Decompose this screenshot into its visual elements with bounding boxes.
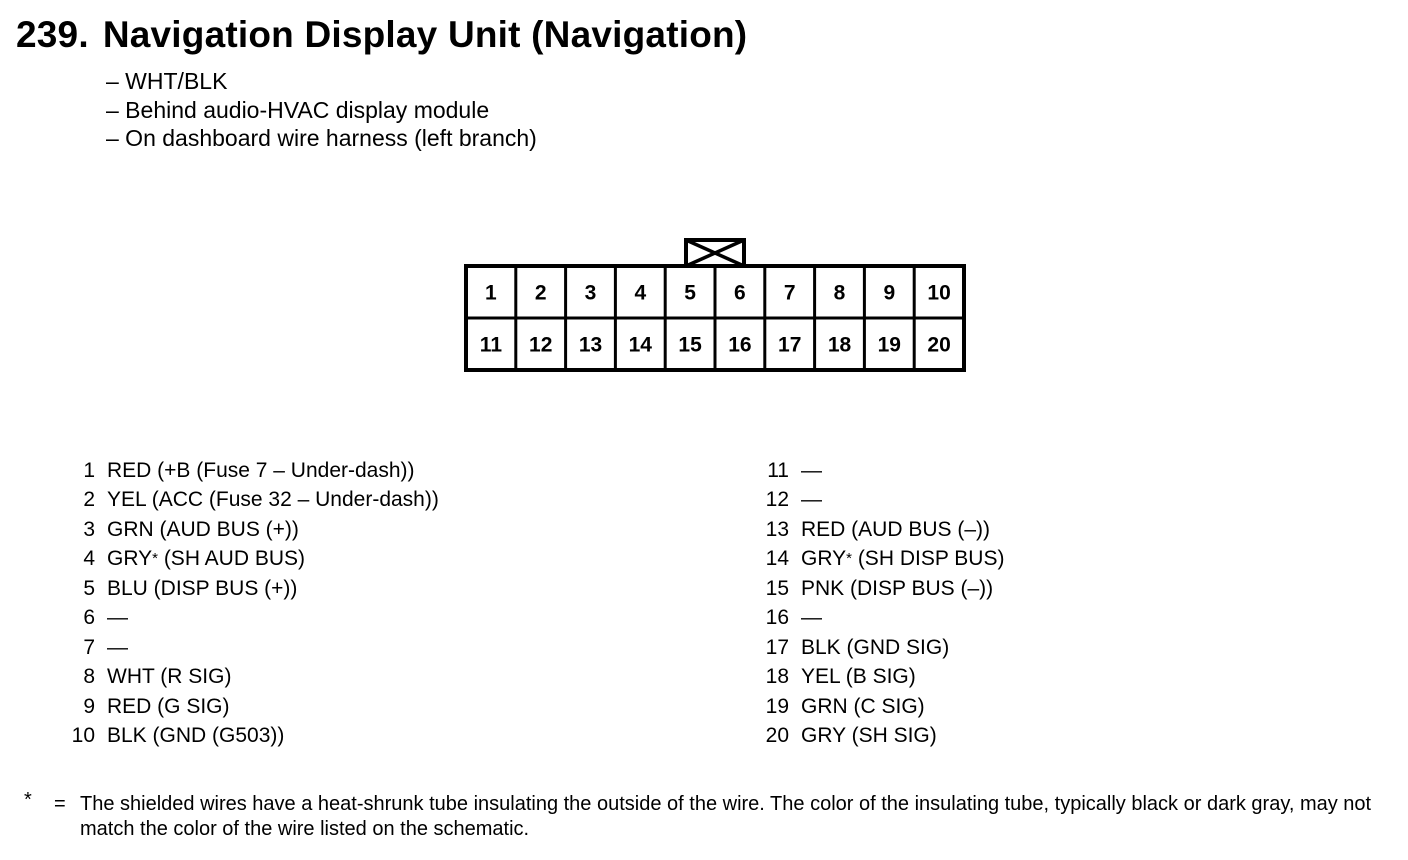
pin-row-19: 19 GRN (C SIG): [760, 692, 1004, 722]
pin-row-7: 7—: [66, 633, 439, 663]
connector-pin-8: 8: [834, 282, 846, 305]
footnote-equals: =: [54, 793, 66, 815]
pin-description: RED (+B (Fuse 7 – Under-dash)): [107, 458, 415, 482]
pin-number: 13: [765, 517, 789, 541]
pin-row-3: 3 GRN (AUD BUS (+)): [66, 515, 439, 545]
pin-description: RED (G SIG): [107, 694, 230, 718]
connector-pin-16: 16: [728, 334, 751, 357]
pin-row-8: 8 WHT (R SIG): [66, 663, 439, 693]
pin-list-left: 1 RED (+B (Fuse 7 – Under-dash)) 2 YEL (ACC…: [66, 456, 439, 751]
pin-row-16: 16 —: [760, 604, 1004, 634]
pin-number: 9: [83, 694, 95, 718]
pin-number: 11: [767, 458, 789, 482]
pin-description: GRN (AUD BUS (+)): [107, 517, 299, 541]
footnote-marker: *: [24, 789, 32, 811]
pin-number: 19: [765, 694, 789, 718]
pin-description: GRN (C SIG): [801, 694, 925, 718]
pin-description: YEL (B SIG): [801, 665, 916, 689]
pin-description: YEL (ACC (Fuse 32 – Under-dash)): [107, 488, 439, 512]
connector-pin-19: 19: [878, 334, 901, 357]
pin-number: 10: [71, 724, 95, 748]
pin-description-suffix: (SH AUD BUS): [157, 547, 306, 571]
pin-number: 18: [765, 665, 789, 689]
connector-pin-10: 10: [927, 282, 950, 305]
diagram-title: Navigation Display Unit (Navigation): [102, 14, 748, 55]
pin-row-11: 11 —: [760, 456, 1004, 486]
pin-number: 3: [83, 517, 95, 541]
pin-row-13: 13 RED (AUD BUS (–)): [760, 515, 1004, 545]
pin-row-9: 9 RED (G SIG): [66, 692, 439, 722]
connector-pin-3: 3: [585, 282, 597, 305]
pin-number: 20: [765, 724, 789, 748]
connector-harness: – On dashboard wire harness (left branch…: [106, 125, 537, 151]
connector-pin-6: 6: [734, 282, 746, 305]
pin-number: 5: [83, 576, 95, 600]
connector-pin-12: 12: [529, 334, 552, 357]
connector-description: – WHT/BLK – Behind audio-HVAC display mo…: [106, 67, 537, 153]
pin-description: PNK (DISP BUS (–)): [801, 576, 994, 600]
pin-number: 7: [83, 635, 95, 659]
pin-row-5: 5 BLU (DISP BUS (+)): [66, 574, 439, 604]
connector-pin-17: 17: [778, 334, 801, 357]
pin-description: GRY: [801, 547, 847, 571]
pin-number: 4: [83, 547, 95, 571]
pin-number: 15: [765, 576, 789, 600]
pin-row-2: 2 YEL (ACC (Fuse 32 – Under-dash)): [66, 486, 439, 516]
connector-location: – Behind audio-HVAC display module: [106, 96, 490, 123]
pin-row-15: 15 PNK (DISP BUS (–)): [760, 574, 1004, 604]
connector-pin-4: 4: [634, 282, 646, 305]
pin-number: 6: [83, 606, 95, 630]
pin-number: 1: [83, 458, 95, 482]
pin-number: 16: [765, 606, 789, 630]
connector-pin-13: 13: [579, 334, 602, 357]
pin-description: —: [801, 458, 822, 482]
pin-number: 12: [765, 488, 789, 512]
pin-row-17: 17 BLK (GND SIG): [760, 633, 1004, 663]
pin-row-6: 6—: [66, 604, 439, 634]
page-title: 239. Navigation Display Unit (Navigation): [16, 14, 747, 56]
pin-description-suffix: (SH DISP BUS): [851, 547, 1005, 571]
pin-description: —: [107, 635, 128, 659]
pin-description: BLK (GND (G503)): [107, 724, 285, 748]
diagram-number: 239.: [16, 14, 89, 55]
pin-row-1: 1 RED (+B (Fuse 7 – Under-dash)): [66, 456, 439, 486]
pin-number: 17: [765, 635, 789, 659]
footnote-text: The shielded wires have a heat-shrunk tu…: [80, 793, 1372, 840]
pin-number: 2: [83, 488, 95, 512]
connector-pin-2: 2: [535, 282, 547, 305]
connector-pin-1: 1: [485, 282, 497, 305]
connector-pin-18: 18: [828, 334, 852, 357]
connector-pin-5: 5: [684, 282, 696, 305]
pin-number: 8: [83, 665, 95, 689]
connector-pin-14: 14: [629, 334, 653, 357]
pin-row-20: 20 GRY (SH SIG): [760, 722, 1004, 752]
pin-description: —: [801, 488, 822, 512]
pin-description: BLK (GND SIG): [801, 635, 950, 659]
connector-pin-9: 9: [883, 282, 895, 305]
pin-description: GRY (SH SIG): [801, 724, 937, 748]
connector-pin-20: 20: [927, 334, 950, 357]
pin-row-18: 18 YEL (B SIG): [760, 663, 1004, 693]
connector-color: – WHT/BLK: [106, 68, 228, 94]
pin-description: —: [107, 606, 128, 630]
pin-number: 14: [765, 547, 789, 571]
connector-latch: [684, 238, 746, 268]
connector-pin-15: 15: [678, 334, 702, 357]
pin-row-12: 12 —: [760, 486, 1004, 516]
pin-description: GRY: [107, 547, 153, 571]
pin-description: WHT (R SIG): [107, 665, 232, 689]
connector-pin-11: 11: [480, 334, 503, 357]
pin-description: —: [801, 606, 822, 630]
pin-description: BLU (DISP BUS (+)): [107, 576, 298, 600]
connector-pin-7: 7: [784, 282, 796, 305]
pin-row-10: 10 BLK (GND (G503)): [66, 722, 439, 752]
pin-description: RED (AUD BUS (–)): [801, 517, 991, 541]
